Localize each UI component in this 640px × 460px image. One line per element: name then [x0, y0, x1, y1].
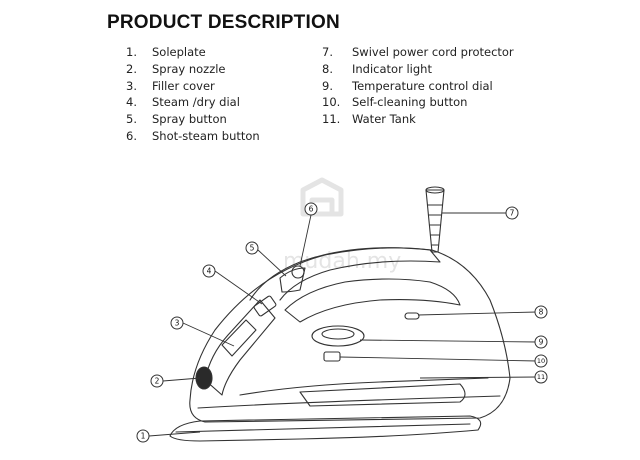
body-skirt — [197, 395, 501, 409]
part-item: 11. Water Tank — [322, 111, 514, 128]
part-label: Swivel power cord protector — [352, 45, 514, 59]
part-label: Indicator light — [352, 61, 432, 76]
iron-handle — [249, 247, 441, 301]
leader-line-2 — [162, 377, 201, 382]
callout-1 — [136, 429, 150, 443]
part-number: 8. — [322, 61, 333, 76]
callout-11 — [534, 370, 548, 384]
part-number: 9. — [322, 78, 333, 93]
filler-cover[interactable] — [221, 319, 257, 357]
part-item: 9. Temperature control dial — [322, 78, 514, 95]
part-label: Water Tank — [352, 112, 416, 127]
callout-5 — [245, 241, 259, 255]
water-tank — [239, 377, 489, 396]
callout-7 — [505, 206, 519, 220]
part-label: Self-cleaning button — [352, 95, 468, 110]
part-item: 2. Spray nozzle — [126, 61, 260, 78]
callout-8-number: 8 — [539, 308, 544, 317]
cord-protector — [425, 189, 445, 253]
part-label: Temperature control dial — [352, 78, 493, 93]
leader-line-6 — [299, 214, 312, 267]
indicator-light — [404, 312, 420, 320]
part-number: 6. — [126, 128, 137, 143]
handle-grip — [284, 278, 461, 323]
watermark: mudah.my — [283, 177, 401, 274]
soleplate — [169, 415, 482, 442]
leader-line-5 — [257, 249, 287, 277]
callout-6 — [304, 202, 318, 216]
callout-4 — [202, 264, 216, 278]
part-item: 8. Indicator light — [322, 61, 514, 78]
part-label: Shot-steam button — [152, 128, 260, 143]
part-label: Steam /dry dial — [152, 95, 240, 110]
callout-7-number: 7 — [510, 209, 515, 218]
callout-1-number: 1 — [141, 432, 146, 441]
leader-line-3 — [182, 322, 235, 347]
callout-10 — [534, 354, 548, 368]
part-item: 6. Shot-steam button — [126, 128, 260, 145]
cord-protector-top — [425, 186, 445, 194]
parts-list-right: 7. Swivel power cord protector 8. Indicato… — [322, 44, 514, 128]
part-number: 4. — [126, 95, 137, 110]
part-label: Spray nozzle — [152, 61, 226, 76]
spray-button[interactable] — [279, 267, 306, 293]
callout-5-number: 5 — [250, 244, 255, 253]
temperature-dial[interactable] — [311, 325, 365, 347]
callout-6-number: 6 — [309, 205, 314, 214]
iron-nose — [204, 299, 276, 396]
part-item: 10. Self-cleaning button — [322, 94, 514, 111]
part-item: 1. Soleplate — [126, 44, 260, 61]
part-number: 11. — [322, 112, 341, 127]
leader-line-8 — [417, 311, 538, 316]
leader-line-9 — [359, 339, 538, 343]
part-number: 10. — [322, 95, 341, 110]
callout-9 — [534, 335, 548, 349]
part-item: 3. Filler cover — [126, 78, 260, 95]
temperature-dial-inner — [321, 328, 355, 340]
soleplate-edge — [175, 423, 471, 433]
callout-11-number: 11 — [537, 373, 545, 381]
water-tank-window — [299, 383, 466, 407]
steam-dry-dial[interactable] — [253, 295, 277, 317]
part-label: Filler cover — [152, 78, 215, 93]
part-item: 7. Swivel power cord protector — [322, 44, 514, 61]
part-label: Spray button — [152, 112, 227, 127]
part-item: 4. Steam /dry dial — [126, 94, 260, 111]
callout-9-number: 9 — [539, 338, 544, 347]
iron-body — [189, 247, 511, 423]
parts-list-left: 1. Soleplate 2. Spray nozzle 3. Filler cove… — [126, 44, 260, 145]
leader-line-11 — [419, 376, 538, 379]
self-cleaning-button[interactable] — [323, 351, 341, 362]
shot-steam-button[interactable] — [291, 265, 305, 279]
part-number: 7. — [322, 45, 333, 59]
part-number: 5. — [126, 112, 137, 127]
leader-line-1 — [148, 431, 201, 437]
callout-8 — [534, 305, 548, 319]
part-label: Soleplate — [152, 45, 206, 59]
part-item: 5. Spray button — [126, 111, 260, 128]
part-number: 1. — [126, 45, 137, 59]
callout-10-number: 10 — [537, 357, 545, 365]
callout-4-number: 4 — [207, 267, 212, 276]
part-number: 2. — [126, 61, 137, 76]
page-title: PRODUCT DESCRIPTION — [107, 12, 340, 33]
leader-line-4 — [214, 270, 263, 305]
callout-3-number: 3 — [175, 319, 180, 328]
cord-protector-ribs — [427, 204, 443, 246]
callout-2-number: 2 — [155, 377, 160, 386]
callout-3 — [170, 316, 184, 330]
callout-2 — [150, 374, 164, 388]
part-number: 3. — [126, 78, 137, 93]
leader-line-10 — [339, 356, 538, 362]
